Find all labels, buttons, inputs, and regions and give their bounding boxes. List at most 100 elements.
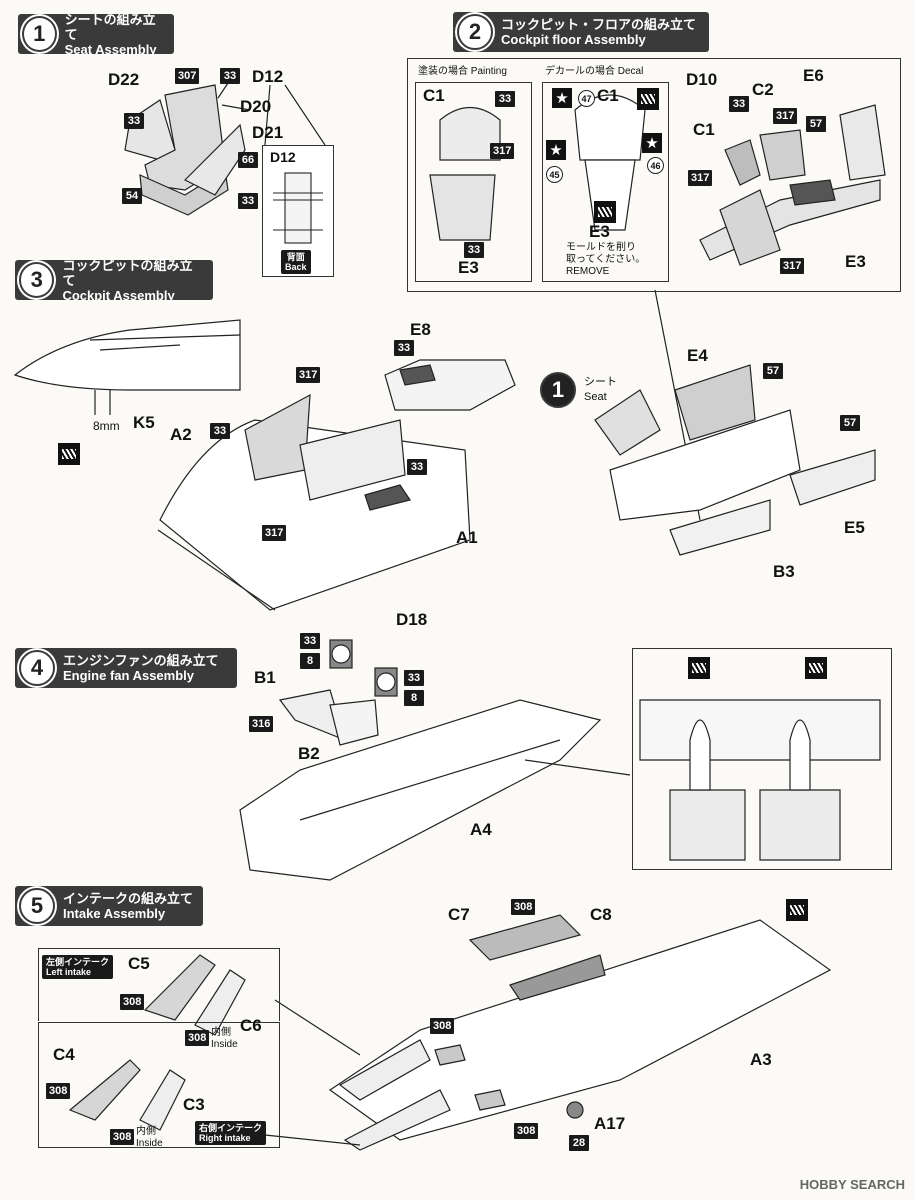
part-label: B1 <box>254 668 276 687</box>
part-label: E3 <box>845 252 866 271</box>
part-label: K5 <box>133 413 155 432</box>
part-label: C7 <box>448 905 470 924</box>
left-intake-inset <box>38 948 280 1021</box>
star-decal-icon: ★ <box>552 88 572 108</box>
decal-number: 47 <box>578 90 595 107</box>
right-intake-tag: 右側インテーク Right intake <box>195 1121 267 1145</box>
seat-back-diagram <box>273 172 323 244</box>
part-label: B3 <box>773 562 795 581</box>
part-label: D21 <box>252 123 284 142</box>
color-badge: 317 <box>780 258 805 274</box>
color-badge: 308 <box>46 1083 71 1099</box>
color-badge: 57 <box>763 363 783 379</box>
watermark: HOBBY SEARCH <box>799 1177 905 1192</box>
part-label: C6 <box>240 1016 262 1035</box>
seat-ref-jp: シート <box>584 376 617 388</box>
part-label: A4 <box>470 820 492 839</box>
part-label: D12 <box>270 149 296 165</box>
color-badge: 8 <box>404 690 424 706</box>
remove-note-jp2: 取ってください。 <box>566 254 646 265</box>
step-title-en: Seat Assembly <box>64 41 157 57</box>
engine-fan-inset <box>632 648 892 870</box>
part-label: C3 <box>183 1095 205 1114</box>
step-number: 2 <box>457 14 493 50</box>
stripe-decal-icon <box>58 443 80 465</box>
step-number: 4 <box>19 650 55 686</box>
inside-jp: 内側 <box>136 1126 156 1137</box>
color-badge: 33 <box>124 113 144 129</box>
color-badge: 8 <box>300 653 320 669</box>
decal-title: デカールの場合 Decal <box>545 66 644 77</box>
part-label: E3 <box>589 222 610 241</box>
step-title-en: Intake Assembly <box>63 906 166 921</box>
step-title-jp: コックピット・フロアの組み立て <box>501 17 697 32</box>
color-badge: 33 <box>238 193 258 209</box>
color-badge: 54 <box>122 188 142 204</box>
color-badge: 33 <box>394 340 414 356</box>
part-label: D20 <box>240 97 272 116</box>
part-label: C8 <box>590 905 612 924</box>
inside-jp: 内側 <box>211 1027 231 1038</box>
step-number: 1 <box>22 16 57 52</box>
part-label: A17 <box>594 1114 626 1133</box>
dimension-note: 8mm <box>93 419 120 433</box>
part-label: D18 <box>396 610 428 629</box>
tag-en: Back <box>285 262 307 272</box>
tag-jp: 背面 <box>286 252 305 262</box>
remove-note-jp1: モールドを削り <box>566 242 636 253</box>
color-badge: 317 <box>490 143 515 159</box>
cockpit-floor-box <box>407 58 901 292</box>
part-label: D12 <box>252 67 284 86</box>
step-number: 1 <box>540 372 576 408</box>
color-badge: 317 <box>262 525 287 541</box>
part-label: D10 <box>686 70 718 89</box>
part-label: C4 <box>53 1045 75 1064</box>
step-3-header: 3 コックピットの組み立て Cockpit Assembly <box>15 257 213 303</box>
part-label: C1 <box>693 120 715 139</box>
tag-jp: 右側インテーク <box>199 1123 263 1133</box>
remove-note-en: REMOVE <box>566 266 610 277</box>
step-number: 5 <box>19 888 55 924</box>
part-label: B2 <box>298 744 320 763</box>
part-label: A2 <box>170 425 192 444</box>
color-badge: 308 <box>110 1129 135 1145</box>
tag-jp: 左側インテーク <box>46 957 110 967</box>
color-badge: 33 <box>407 459 427 475</box>
step-5-header: 5 インテークの組み立て Intake Assembly <box>15 886 203 926</box>
step-title-en: Cockpit floor Assembly <box>501 32 646 47</box>
part-label: E5 <box>844 518 865 537</box>
color-badge: 317 <box>296 367 321 383</box>
color-badge: 308 <box>120 994 145 1010</box>
seat-ref-en: Seat <box>584 391 607 403</box>
step-title-en: Cockpit Assembly <box>62 287 175 303</box>
inside-en: Inside <box>211 1039 238 1050</box>
step-4-header: 4 エンジンファンの組み立て Engine fan Assembly <box>15 648 237 688</box>
part-label: E6 <box>803 66 824 85</box>
color-badge: 308 <box>514 1123 539 1139</box>
part-label: D22 <box>108 70 140 89</box>
seat-side-part <box>183 123 246 196</box>
step-number: 3 <box>19 262 55 298</box>
part-label: C1 <box>423 86 445 105</box>
part-label: C2 <box>752 80 774 99</box>
color-badge: 57 <box>840 415 860 431</box>
part-label: C1 <box>597 86 619 105</box>
color-badge: 317 <box>688 170 713 186</box>
color-badge: 308 <box>430 1018 455 1034</box>
color-badge: 317 <box>773 108 798 124</box>
back-tag: 背面 Back <box>281 250 311 274</box>
stripe-decal-icon <box>688 657 710 679</box>
seat-back-inset: D12 背面 Back <box>262 145 334 277</box>
part-label: C5 <box>128 954 150 973</box>
decal-panel <box>542 82 669 282</box>
part-label: A3 <box>750 1050 772 1069</box>
inside-en: Inside <box>136 1138 163 1149</box>
step-title-jp: コックピットの組み立て <box>62 257 193 288</box>
tag-en: Left intake <box>46 967 92 977</box>
color-badge: 307 <box>175 68 200 84</box>
left-intake-tag: 左側インテーク Left intake <box>42 955 114 979</box>
painting-panel <box>415 82 532 282</box>
